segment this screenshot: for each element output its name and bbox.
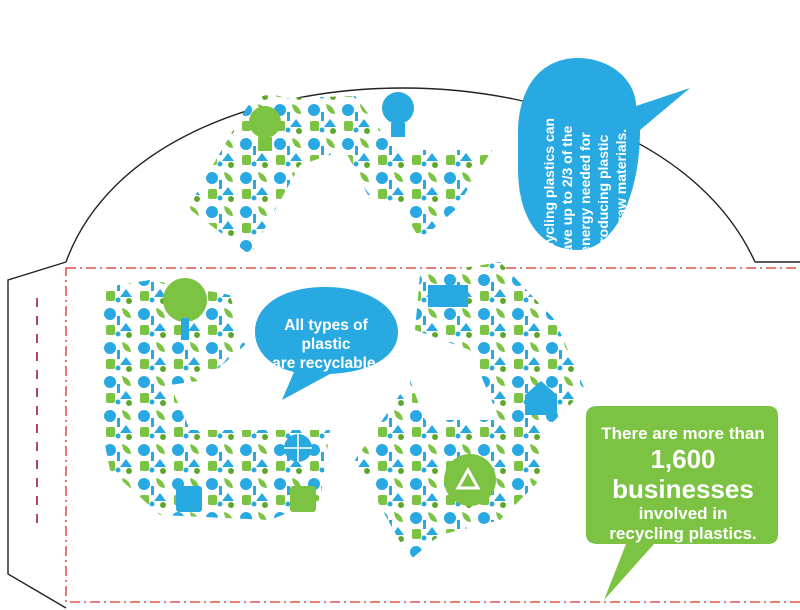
fact-energy-line2: save up to 2/3 of the — [559, 125, 575, 261]
fact-businesses-text: There are more than 1,600 businesses inv… — [588, 424, 778, 544]
envelope-flap-outline — [65, 87, 756, 263]
fact-energy-line4: producing plastic — [595, 134, 611, 252]
recycle-arrow-top — [188, 94, 492, 255]
recycle-arrow-right — [355, 262, 585, 560]
tree-icon — [163, 278, 207, 340]
solar-panel-icon — [428, 285, 468, 307]
fact-energy-line5: from raw materials. — [613, 128, 629, 258]
fact-energy-line1: Recycling plastics can — [541, 117, 557, 269]
bubble-all-types — [255, 287, 398, 400]
fact-energy-line3: energy needed for — [577, 132, 593, 254]
fact-all-types-line2: are recyclable. — [272, 355, 380, 372]
fact-businesses-line3: involved in — [638, 504, 728, 523]
cut-line — [65, 267, 800, 603]
bubble-businesses — [586, 406, 778, 600]
fact-businesses-line2: 1,600 businesses — [612, 444, 754, 504]
lightbulb-icon — [382, 92, 414, 137]
fact-energy-text: Recycling plastics can save up to 2/3 of… — [540, 98, 630, 288]
envelope-left-tab-outline — [7, 261, 67, 609]
fact-all-types-text: All types of plastic are recyclable. — [262, 316, 390, 373]
globe-icon — [284, 434, 312, 462]
lightbulb-icon — [249, 106, 281, 151]
bag-icon — [176, 486, 202, 512]
bag-icon — [290, 486, 316, 512]
fact-all-types-line1: All types of plastic — [284, 317, 368, 353]
recycle-symbol — [100, 92, 585, 560]
recycle-arrow-left — [100, 280, 330, 520]
recycle-icon — [444, 454, 496, 506]
bubble-energy — [518, 58, 690, 250]
fact-businesses-line1: There are more than — [601, 424, 765, 443]
fact-businesses-line4: recycling plastics. — [609, 524, 757, 543]
house-icon — [525, 381, 557, 415]
